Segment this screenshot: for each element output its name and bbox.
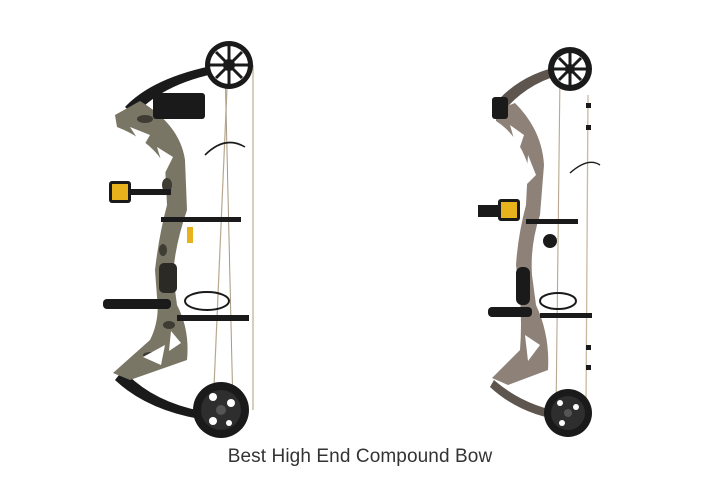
bottom-cam <box>193 382 249 438</box>
back-bar <box>540 313 592 318</box>
quiver-mount <box>153 93 205 119</box>
back-bar <box>177 315 249 321</box>
cable <box>555 74 561 416</box>
grip <box>159 263 177 293</box>
top-cam <box>205 41 253 89</box>
wrist-sling <box>539 292 577 310</box>
arrow-rest <box>161 217 241 222</box>
gray-compound-bow-image <box>478 47 601 437</box>
bowstring <box>585 94 589 408</box>
bottom-cam <box>544 389 592 437</box>
camo-riser <box>113 101 188 380</box>
arrow-rest <box>526 219 578 224</box>
string-stop <box>569 161 601 174</box>
bow-sight <box>109 181 171 203</box>
stabilizer <box>103 299 171 309</box>
lower-limb <box>115 370 213 421</box>
camo-compound-bow-image <box>103 41 254 438</box>
bow-sight <box>478 199 520 221</box>
cable <box>224 64 234 411</box>
grip <box>516 267 530 305</box>
quiver-mount <box>492 97 508 119</box>
cable <box>212 64 229 411</box>
top-cam <box>548 47 592 91</box>
stabilizer <box>488 307 532 317</box>
upper-limb <box>125 63 229 115</box>
string-stop <box>204 141 246 156</box>
wrist-sling <box>184 291 230 311</box>
upper-limb <box>494 65 568 113</box>
image-caption: Best High End Compound Bow <box>227 446 493 467</box>
